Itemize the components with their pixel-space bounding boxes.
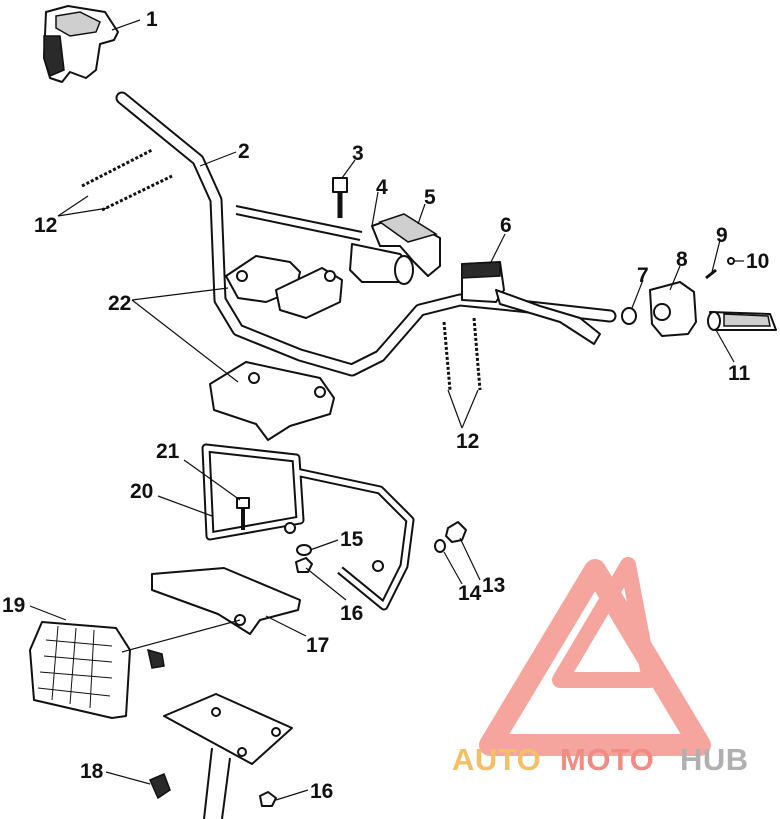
part-upper-clamp bbox=[225, 255, 343, 319]
part-nut bbox=[295, 557, 313, 573]
callout-1: 1 bbox=[146, 8, 158, 31]
callout-16-upper: 16 bbox=[340, 602, 363, 625]
callout-10: 10 bbox=[746, 250, 769, 273]
callout-12-right: 12 bbox=[456, 430, 479, 453]
callout-8: 8 bbox=[676, 248, 688, 271]
watermark-word-auto: AUTO bbox=[452, 742, 541, 777]
watermark-word-hub: HUB bbox=[680, 742, 749, 777]
callout-6: 6 bbox=[500, 214, 512, 237]
part-brake-lever bbox=[495, 289, 601, 345]
part-throttle-housing bbox=[649, 281, 697, 337]
part-cable-ties-left bbox=[81, 148, 173, 212]
part-master-cylinder bbox=[461, 261, 505, 303]
callout-19: 19 bbox=[2, 594, 25, 617]
watermark-logo bbox=[479, 557, 711, 756]
callout-14: 14 bbox=[458, 582, 482, 605]
callout-12-left: 12 bbox=[34, 214, 57, 237]
part-headlight bbox=[29, 621, 165, 719]
part-spacer bbox=[621, 307, 637, 325]
part-cable-ties-right bbox=[442, 317, 482, 391]
part-headlight-bracket bbox=[201, 443, 415, 611]
watermark-triangle-inner bbox=[552, 557, 658, 688]
watermark-word-moto: MOTO bbox=[560, 742, 654, 777]
callout-20: 20 bbox=[130, 480, 153, 503]
callout-7: 7 bbox=[637, 264, 649, 287]
callout-labels: 1 2 3 4 5 6 7 8 9 10 11 12 12 13 14 15 1… bbox=[2, 8, 769, 803]
callout-4: 4 bbox=[376, 176, 388, 199]
part-handlebar-cover bbox=[43, 5, 119, 83]
part-grip bbox=[707, 311, 777, 331]
callout-21: 21 bbox=[156, 440, 180, 463]
part-washer bbox=[296, 544, 312, 556]
part-lower-nut bbox=[259, 791, 277, 807]
callout-9: 9 bbox=[716, 224, 728, 247]
callout-18: 18 bbox=[80, 760, 104, 783]
part-small-screw bbox=[727, 257, 735, 265]
callout-16-lower: 16 bbox=[310, 780, 333, 803]
part-lower-plate bbox=[163, 693, 293, 819]
part-bolt bbox=[332, 177, 348, 218]
callout-15: 15 bbox=[340, 528, 364, 551]
callout-2: 2 bbox=[238, 140, 250, 163]
callout-13: 13 bbox=[482, 574, 505, 597]
watermark-triangle bbox=[479, 559, 711, 756]
callout-11: 11 bbox=[728, 362, 751, 385]
callout-17: 17 bbox=[306, 634, 329, 657]
part-bracket-bolt bbox=[236, 497, 250, 530]
part-right-washer bbox=[434, 539, 446, 553]
part-handlebar bbox=[115, 91, 617, 377]
leader-lines bbox=[29, 19, 744, 801]
part-mount-plate bbox=[151, 567, 301, 635]
part-screw bbox=[705, 268, 717, 280]
callout-5: 5 bbox=[424, 186, 436, 209]
callout-3: 3 bbox=[352, 142, 364, 165]
part-switch-housing bbox=[349, 243, 414, 285]
watermark-wordmark: AUTO MOTO HUB bbox=[452, 742, 749, 777]
part-right-nut bbox=[445, 521, 467, 543]
part-lower-clamp bbox=[209, 361, 335, 441]
callout-22: 22 bbox=[108, 292, 131, 315]
part-clamp bbox=[371, 213, 441, 277]
part-clip bbox=[149, 773, 171, 800]
